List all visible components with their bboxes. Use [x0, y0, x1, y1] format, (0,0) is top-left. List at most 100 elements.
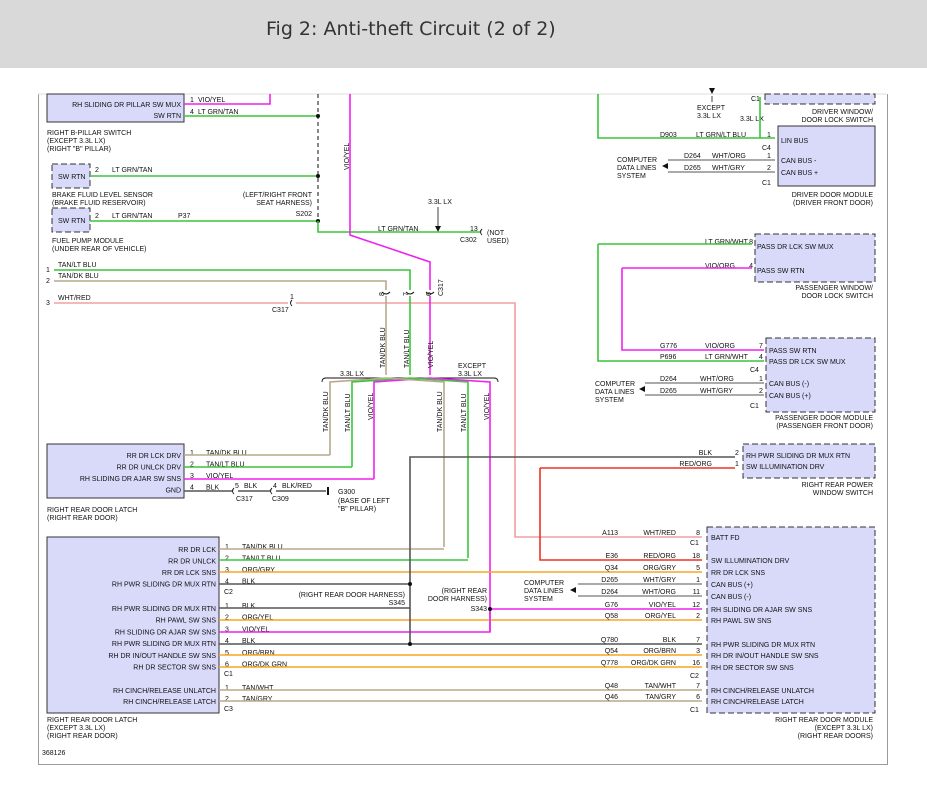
passenger-switch-caption: DOOR LOCK SWITCH — [801, 293, 873, 300]
splice-label: S343 — [471, 606, 487, 613]
pin-number: 1 — [759, 376, 763, 383]
wire-label: ORG/DK GRN — [242, 662, 287, 669]
circuit-label: D265 — [601, 577, 618, 584]
b-pillar-caption: (RIGHT "B" PILLAR) — [47, 146, 111, 153]
circuit-label: G76 — [605, 602, 618, 609]
latch-pin-label: RR DR UNLCK — [168, 559, 216, 566]
module-pin-label: PASS SW RTN — [757, 268, 805, 275]
connector-label: C317 — [236, 496, 253, 503]
wire-label: BLK — [242, 603, 256, 610]
wire-label: VIO/ORG — [705, 343, 735, 350]
pin-number: 3 — [696, 648, 700, 655]
computer-data-lines-label: DATA LINES — [595, 389, 635, 396]
wire-label: TAN/WHT — [242, 685, 274, 692]
wire-tan-lt-blu — [351, 377, 411, 467]
connector-c309 — [270, 487, 273, 495]
rear-door-module-box — [706, 526, 876, 714]
wire-label: BLK — [242, 638, 256, 645]
circuit-label: Q48 — [605, 683, 618, 690]
pin-number: 7 — [759, 343, 763, 350]
wire-label-vertical: VIO/YEL — [484, 393, 491, 420]
driver-switch-caption: DOOR LOCK SWITCH — [801, 117, 873, 124]
latch-pin-label: RH SLIDING DR AJAR SW SNS — [80, 476, 181, 483]
b-pillar-switch-box — [46, 93, 185, 123]
pin-number: 1 — [767, 153, 771, 160]
wire-label: WHT/RED — [643, 530, 676, 537]
pin-number: 7 — [696, 637, 700, 644]
driver-door-module-box — [777, 125, 876, 187]
wire-lt-grn-lt-blu — [597, 94, 775, 139]
pin-number: 3 — [225, 626, 229, 633]
harness-note: (RIGHT REAR DOOR HARNESS) — [299, 592, 405, 599]
option-note: 3.3L LX — [740, 116, 764, 123]
wire-label: TAN/DK BLU — [206, 450, 247, 457]
wire-label: LT GRN/TAN — [112, 213, 152, 220]
pin-number: 5 — [235, 483, 239, 490]
pin-number: 1 — [735, 461, 739, 468]
wire-label: ORG/YEL — [242, 615, 273, 622]
connector-label: C302 — [460, 237, 477, 244]
module-pin-label: SW ILLUMINATION DRV — [711, 558, 790, 565]
computer-data-lines-label: SYSTEM — [524, 596, 553, 603]
wire-vio-yel — [429, 377, 491, 632]
harness-note: DOOR HARNESS) — [428, 596, 487, 603]
rear-door-latch-ex-caption: (RIGHT REAR DOOR) — [47, 733, 118, 740]
pin-number: 4 — [273, 483, 277, 490]
wire-label: ORG/GRY — [242, 567, 275, 574]
pin-label: SW RTN — [58, 218, 85, 225]
latch-pin-label: RH CINCH/RELEASE UNLATCH — [113, 688, 216, 695]
module-pin-label: PASS DR LCK SW MUX — [769, 359, 846, 366]
wire-label-vertical: VIO/YEL — [344, 143, 351, 170]
wire-label: BLK — [242, 579, 256, 586]
page-title: Fig 2: Anti-theft Circuit (2 of 2) — [266, 18, 556, 40]
connector-c302 — [480, 228, 483, 236]
circuit-label: Q778 — [601, 660, 618, 667]
connector-label: C4 — [762, 145, 771, 152]
pin-number: 3 — [225, 567, 229, 574]
wire-tan-dk-blu — [329, 377, 387, 455]
wire-label: TAN/LT BLU — [206, 462, 245, 469]
pin-number: 5 — [696, 565, 700, 572]
pin-number: 1 — [290, 294, 294, 301]
circuit-label: Q58 — [605, 613, 618, 620]
harness-note: (LEFT/RIGHT FRONT — [243, 192, 313, 199]
b-pillar-caption: RIGHT B-PILLAR SWITCH — [47, 130, 131, 137]
harness-note: SEAT HARNESS) — [256, 200, 312, 207]
rear-door-module-caption: (EXCEPT 3.3L LX) — [815, 725, 873, 732]
rear-door-latch-ex-caption: (EXCEPT 3.3L LX) — [47, 725, 105, 732]
circuit-label: P37 — [178, 213, 191, 220]
wire-label: TAN/WHT — [645, 683, 677, 690]
wire-vio-yel — [219, 608, 702, 633]
fuel-pump-module-box — [51, 207, 91, 233]
splice-dot — [316, 114, 320, 118]
pin-number: 18 — [692, 553, 700, 560]
computer-data-lines-label: COMPUTER — [595, 381, 635, 388]
wire-vio-yel — [349, 94, 431, 290]
latch-pin-label: RR DR LCK SNS — [162, 570, 216, 577]
driver-module-caption: (DRIVER FRONT DOOR) — [793, 200, 873, 207]
module-pin-label: BATT FD — [711, 535, 740, 542]
b-pillar-pin-label: SW RTN — [154, 113, 181, 120]
pin-number: 2 — [95, 167, 99, 174]
computer-data-lines-label: SYSTEM — [595, 397, 624, 404]
wire-label: WHT/GRY — [643, 577, 676, 584]
connector-label: C2 — [690, 673, 699, 680]
wire-label: LT GRN/LT BLU — [696, 132, 746, 139]
passenger-switch-caption: PASSENGER WINDOW/ — [795, 285, 873, 292]
pin-number: 4 — [225, 579, 229, 586]
wire-label: LT GRN/TAN — [112, 167, 152, 174]
connector-c317 — [290, 299, 293, 307]
pin-number: 1 — [696, 577, 700, 584]
pin-number: 4 — [190, 109, 194, 116]
latch-pin-label: RH CINCH/RELEASE LATCH — [123, 699, 216, 706]
connector-label: C1 — [224, 671, 233, 678]
module-pin-label: CAN BUS (+) — [711, 582, 753, 589]
circuit-label: A113 — [602, 530, 618, 537]
connector-label: C1 — [750, 403, 759, 410]
pin-number: 16 — [692, 660, 700, 667]
wire-label: ORG/BRN — [242, 650, 275, 657]
pin-number: 2 — [225, 556, 229, 563]
connector-label: C309 — [272, 496, 289, 503]
power-window-caption: RIGHT REAR POWER — [802, 482, 873, 489]
computer-data-lines-label: COMPUTER — [524, 580, 564, 587]
